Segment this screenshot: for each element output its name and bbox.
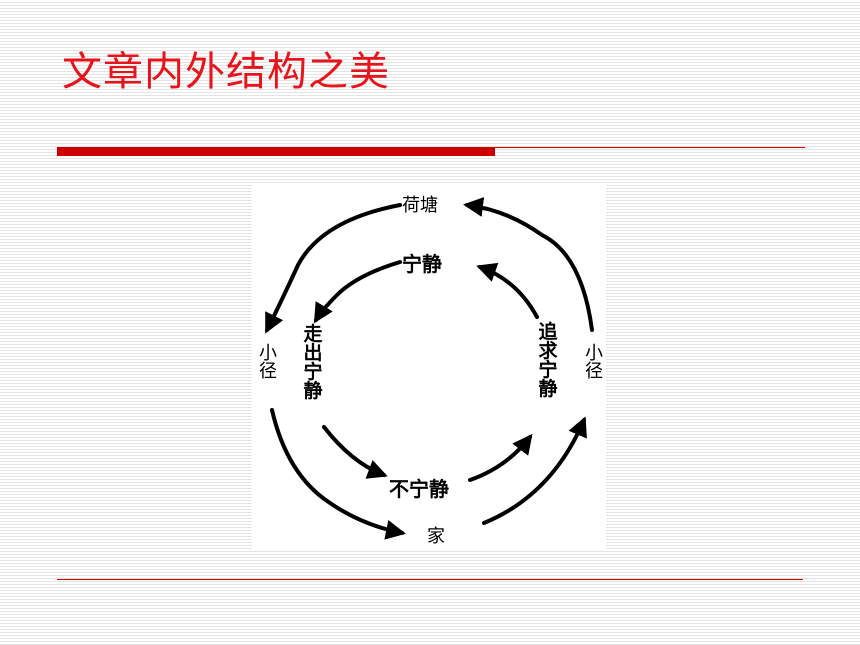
- footer-rule: [57, 579, 803, 580]
- label-outer-right: 小径: [585, 343, 603, 382]
- inner-arrow-left-to-bottom: [322, 425, 388, 479]
- label-inner-bottom: 不宁静: [389, 477, 449, 501]
- cycle-arrows-svg: [265, 197, 594, 540]
- inner-arrow-top-to-left: [313, 260, 402, 324]
- outer-arrow-top-to-left: [265, 203, 402, 334]
- inner-arrow-right-to-top: [476, 262, 539, 319]
- inner-arrow-bottom-to-right: [468, 433, 533, 482]
- structure-cycle-diagram: 荷塘 宁静 小径 走出宁静 追求宁静 小径 不宁静 家: [252, 185, 606, 549]
- outer-arrow-right-to-top: [463, 197, 594, 332]
- label-inner-top: 宁静: [402, 252, 442, 276]
- outer-arrow-left-to-bottom: [270, 408, 406, 540]
- label-outer-bottom: 家: [427, 526, 445, 547]
- label-inner-right: 追求宁静: [538, 321, 558, 400]
- label-outer-left: 小径: [259, 343, 277, 382]
- label-outer-top: 荷塘: [402, 195, 438, 216]
- title-underline-thick: [57, 147, 495, 156]
- outer-arrow-bottom-to-right: [482, 416, 587, 525]
- title-underline-thin: [495, 147, 805, 148]
- slide-title: 文章内外结构之美: [62, 49, 390, 95]
- label-inner-left: 走出宁静: [303, 323, 323, 402]
